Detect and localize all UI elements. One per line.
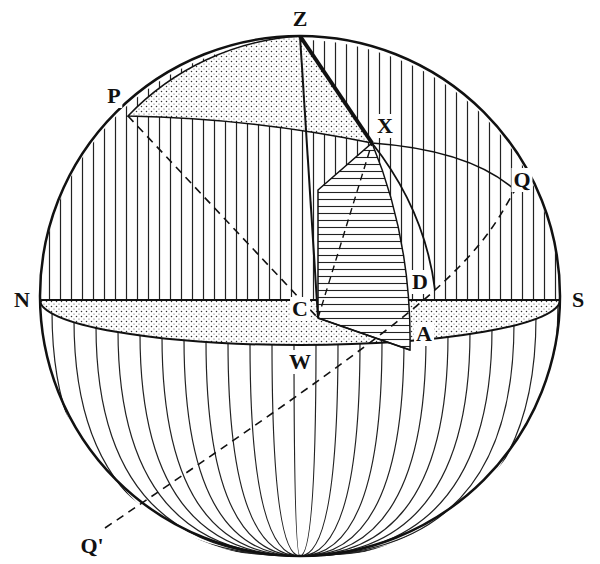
north-point-label: N bbox=[12, 288, 32, 312]
hour-point-label: D bbox=[410, 270, 430, 294]
polar-axis bbox=[128, 116, 318, 318]
meridian-line bbox=[74, 320, 300, 556]
meridian-line bbox=[300, 337, 426, 556]
meridian-line bbox=[300, 332, 470, 556]
meridian-line bbox=[250, 342, 300, 556]
meridian-line bbox=[294, 343, 300, 556]
meridian-line bbox=[300, 343, 338, 556]
meridian-line bbox=[140, 333, 300, 556]
azimuth-point-label: A bbox=[414, 322, 434, 346]
diurnal-arc bbox=[372, 143, 515, 190]
equator-label: Q' bbox=[78, 534, 105, 558]
meridian-line bbox=[300, 324, 514, 556]
azimuth-line bbox=[318, 318, 410, 350]
pole-label: P bbox=[105, 84, 122, 108]
star-label: X bbox=[375, 114, 395, 138]
hour-circle bbox=[372, 143, 435, 290]
meridian-line bbox=[206, 340, 300, 556]
zenith-distance-arc bbox=[300, 36, 372, 143]
meridian-line bbox=[272, 343, 300, 556]
south-point-label: S bbox=[570, 288, 586, 312]
meridian-line bbox=[52, 312, 300, 556]
equator-label: Q bbox=[511, 168, 532, 192]
vertical-plane bbox=[318, 143, 410, 350]
meridian-line bbox=[300, 317, 536, 556]
meridian-line bbox=[96, 326, 300, 556]
meridian-line bbox=[184, 338, 300, 556]
west-point-label: W bbox=[287, 350, 313, 374]
zenith-label: Z bbox=[291, 7, 310, 31]
meridian-line bbox=[300, 339, 404, 556]
meridian-line bbox=[118, 330, 300, 556]
celestial-equator bbox=[105, 190, 515, 528]
pzx-triangle bbox=[128, 36, 372, 143]
centre-label: C bbox=[290, 297, 310, 321]
meridian-line bbox=[300, 328, 492, 556]
meridian-line bbox=[300, 343, 316, 556]
zenith-line bbox=[300, 36, 318, 318]
sphere-outline bbox=[40, 36, 560, 556]
radius-line bbox=[318, 143, 372, 318]
meridian-line bbox=[162, 336, 300, 556]
